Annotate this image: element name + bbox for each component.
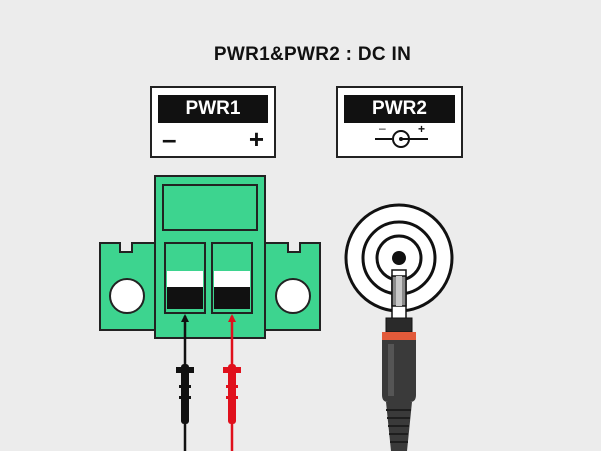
red-wire bbox=[223, 314, 241, 451]
page-title: PWR1&PWR2 : DC IN bbox=[213, 44, 412, 65]
pwr2-label-box: PWR2 – + bbox=[336, 86, 463, 158]
terminal-right-screw-hole bbox=[275, 278, 311, 314]
pwr1-label: PWR1 bbox=[158, 95, 268, 123]
pwr2-label: PWR2 bbox=[344, 95, 455, 123]
pwr1-label-box: PWR1 – + bbox=[150, 86, 276, 158]
pwr1-plus-label: + bbox=[248, 124, 264, 154]
terminal-block bbox=[99, 175, 321, 339]
dc-polarity-icon: – + bbox=[375, 122, 428, 148]
terminal-slot-minus-window bbox=[167, 271, 203, 287]
terminal-slot-plus-window bbox=[214, 271, 250, 287]
black-wire bbox=[176, 314, 194, 451]
dc-jack bbox=[344, 203, 454, 313]
pwr2-plus-label: + bbox=[418, 122, 425, 136]
pwr1-minus-label: – bbox=[162, 124, 177, 154]
terminal-left-screw-hole bbox=[109, 278, 145, 314]
terminal-slot-minus-opening bbox=[167, 287, 203, 309]
terminal-top-recess bbox=[162, 184, 258, 231]
terminal-slot-plus-opening bbox=[214, 287, 250, 309]
pwr2-minus-label: – bbox=[379, 122, 386, 135]
dc-plug bbox=[382, 269, 416, 451]
